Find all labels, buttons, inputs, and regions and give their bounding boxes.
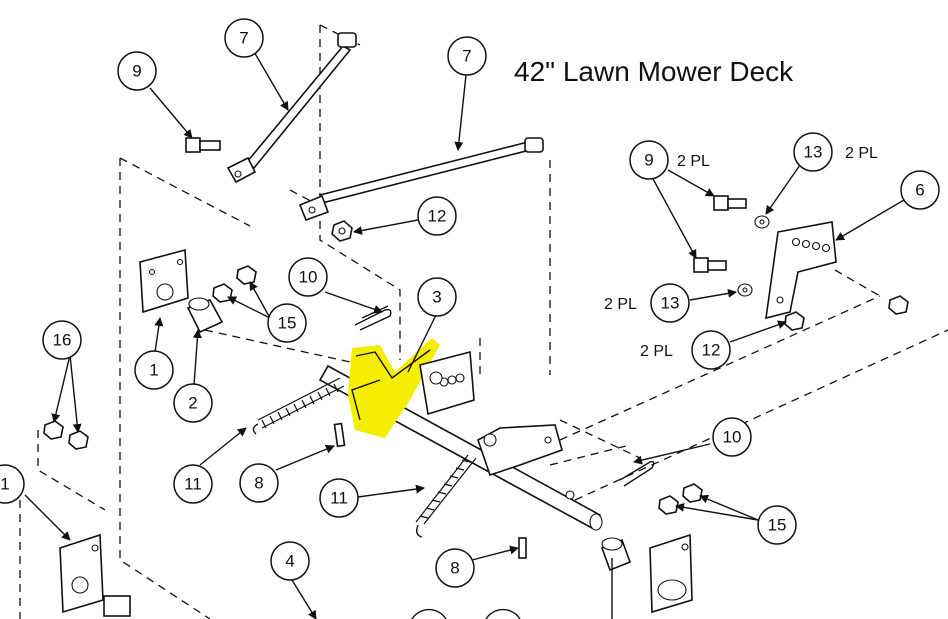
svg-text:9: 9: [644, 151, 653, 170]
callout-11-left: 11: [173, 464, 213, 504]
bracket-1-left: [139, 248, 189, 314]
callout-1-lower-left: 1: [0, 464, 25, 504]
svg-text:8: 8: [254, 474, 263, 493]
svg-text:8: 8: [450, 559, 459, 578]
callout-11-right: 11: [319, 478, 359, 518]
partial-callouts-bottom: [411, 608, 521, 619]
dashed-reference-lines: [19, 24, 948, 619]
svg-text:15: 15: [768, 516, 787, 535]
callout-10-lower: 10: [712, 417, 752, 457]
callout-2: 2: [173, 383, 213, 423]
svg-text:15: 15: [278, 314, 297, 333]
svg-text:13: 13: [804, 143, 823, 162]
svg-text:9: 9: [132, 62, 141, 81]
bushing-2: [186, 297, 224, 334]
nut-12-right: [784, 311, 805, 331]
svg-text:7: 7: [239, 29, 248, 48]
diagram-title: 42" Lawn Mower Deck: [514, 56, 794, 87]
spring-11-left: [252, 377, 345, 435]
callout-10-upper: 10: [288, 257, 328, 297]
bushing-right: [600, 537, 632, 572]
bracket-1-lower-left: [59, 533, 131, 617]
callout-15-left: 15: [267, 303, 307, 343]
svg-text:12: 12: [428, 207, 447, 226]
svg-text:10: 10: [723, 428, 742, 447]
callout-3: 3: [417, 277, 457, 317]
note-2pl-12: 2 PL: [640, 343, 673, 360]
callout-1-left: 1: [134, 350, 174, 390]
svg-text:1: 1: [149, 361, 158, 380]
nut-12-upper: [331, 220, 353, 242]
note-2pl-9: 2 PL: [677, 153, 710, 170]
nuts-15-left: [212, 265, 257, 303]
callout-12-upper: 12: [417, 196, 457, 236]
clip-10-lower: [619, 460, 655, 487]
callout-8-left: 8: [239, 463, 279, 503]
leader-lines: [24, 49, 905, 619]
callout-9-right: 9: [629, 140, 669, 180]
bolt-9-upper: [185, 137, 221, 153]
lift-arm-right: [477, 424, 563, 477]
arm-plate-3: [419, 350, 475, 416]
callout-6: 6: [900, 170, 940, 210]
callout-12-right: 12: [691, 330, 731, 370]
note-2pl-13-lower: 2 PL: [604, 296, 637, 313]
svg-text:13: 13: [661, 294, 680, 313]
note-2pl-13-upper: 2 PL: [845, 145, 878, 162]
callout-13-lower: 13: [650, 283, 690, 323]
bracket-1-right-lower: [649, 533, 693, 614]
svg-text:11: 11: [184, 475, 202, 494]
bracket-6: [765, 221, 837, 320]
nuts-16: [43, 420, 89, 450]
callout-15-right: 15: [757, 505, 797, 545]
svg-text:16: 16: [53, 331, 72, 350]
svg-text:7: 7: [462, 47, 471, 66]
pin-8-right: [518, 537, 527, 559]
svg-text:2: 2: [188, 394, 197, 413]
svg-text:3: 3: [432, 288, 441, 307]
svg-text:10: 10: [299, 268, 318, 287]
bolts-9-right: [693, 195, 747, 273]
svg-text:4: 4: [285, 552, 294, 571]
spring-11-right: [415, 454, 477, 538]
callout-7-right: 7: [447, 36, 487, 76]
arm-3-highlighted: [348, 338, 440, 438]
callout-4: 4: [270, 541, 310, 581]
callout-7-upper: 7: [224, 18, 264, 58]
svg-text:11: 11: [330, 489, 348, 508]
rod-7-upper: [226, 32, 357, 184]
rod-7-lower: [298, 137, 544, 222]
svg-text:6: 6: [915, 181, 924, 200]
callout-13-upper: 13: [793, 132, 833, 172]
callout-8-right: 8: [435, 548, 475, 588]
washers-13: [737, 215, 770, 297]
svg-text:12: 12: [702, 341, 721, 360]
callout-16: 16: [42, 320, 82, 360]
callout-9-upper: 9: [117, 51, 157, 91]
clip-10-upper: [354, 305, 392, 331]
pin-8-left: [333, 422, 346, 448]
svg-text:1: 1: [0, 475, 9, 494]
nut-far-right: [888, 295, 909, 315]
